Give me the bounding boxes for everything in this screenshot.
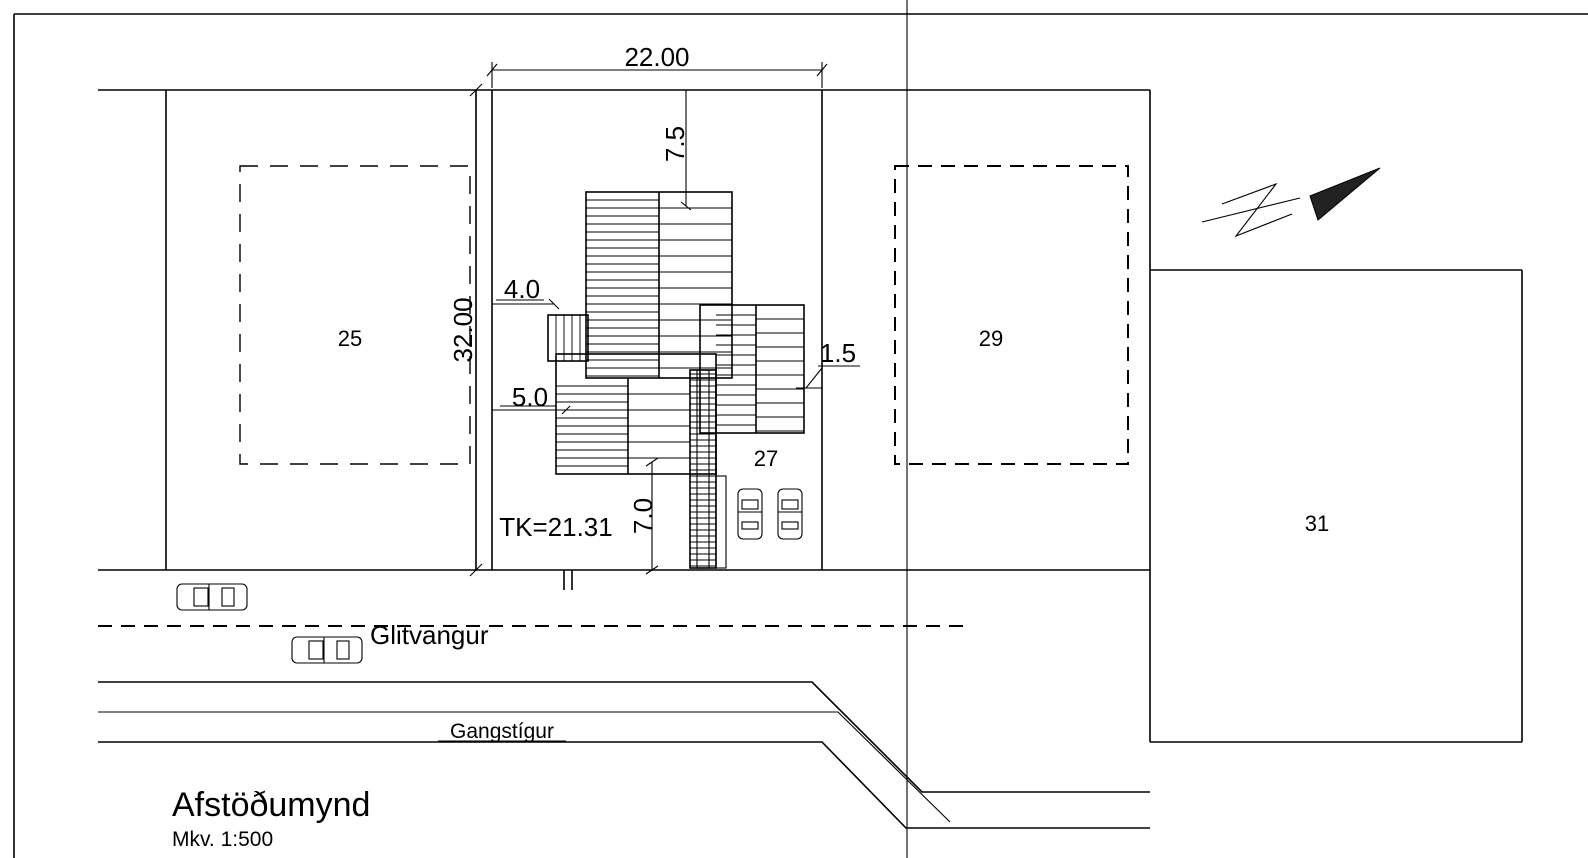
lot-27-number: 27 — [754, 446, 778, 471]
dimension-side-left-lower: 5.0 — [512, 382, 548, 412]
dimension-side-left-upper: 4.0 — [504, 274, 540, 304]
drawing-title: Afstöðumynd — [172, 786, 370, 824]
dimension-depth: 32.00 — [448, 297, 478, 362]
house-footprint — [547, 191, 805, 475]
north-arrow-icon — [1201, 167, 1381, 238]
car-icon — [291, 636, 363, 664]
dimension-side-right: 1.5 — [820, 338, 856, 368]
lot-31-number: 31 — [1305, 511, 1329, 536]
car-icon — [777, 488, 803, 540]
drawing-scale: Mkv. 1:500 — [172, 828, 273, 851]
footpath-label: Gangstígur — [450, 720, 554, 743]
dimension-width: 22.00 — [624, 42, 689, 72]
lot-boundaries — [98, 89, 1523, 743]
dimension-lines — [469, 62, 860, 590]
dimension-rear-setback: 7.0 — [628, 498, 658, 534]
sheet-border — [13, 0, 1588, 858]
dimension-front-setback: 7.5 — [660, 126, 690, 162]
floor-level-label: TK=21.31 — [499, 512, 612, 542]
lot-29-number: 29 — [979, 326, 1003, 351]
walkway — [689, 369, 727, 569]
lot-25-building-outline — [239, 165, 471, 465]
car-icon — [737, 488, 763, 540]
car-icon — [176, 583, 248, 611]
lot-25-number: 25 — [338, 326, 362, 351]
street-name: Glitvangur — [370, 620, 489, 650]
street-lines — [98, 625, 1150, 829]
lot-29-building-outline — [894, 165, 1129, 465]
